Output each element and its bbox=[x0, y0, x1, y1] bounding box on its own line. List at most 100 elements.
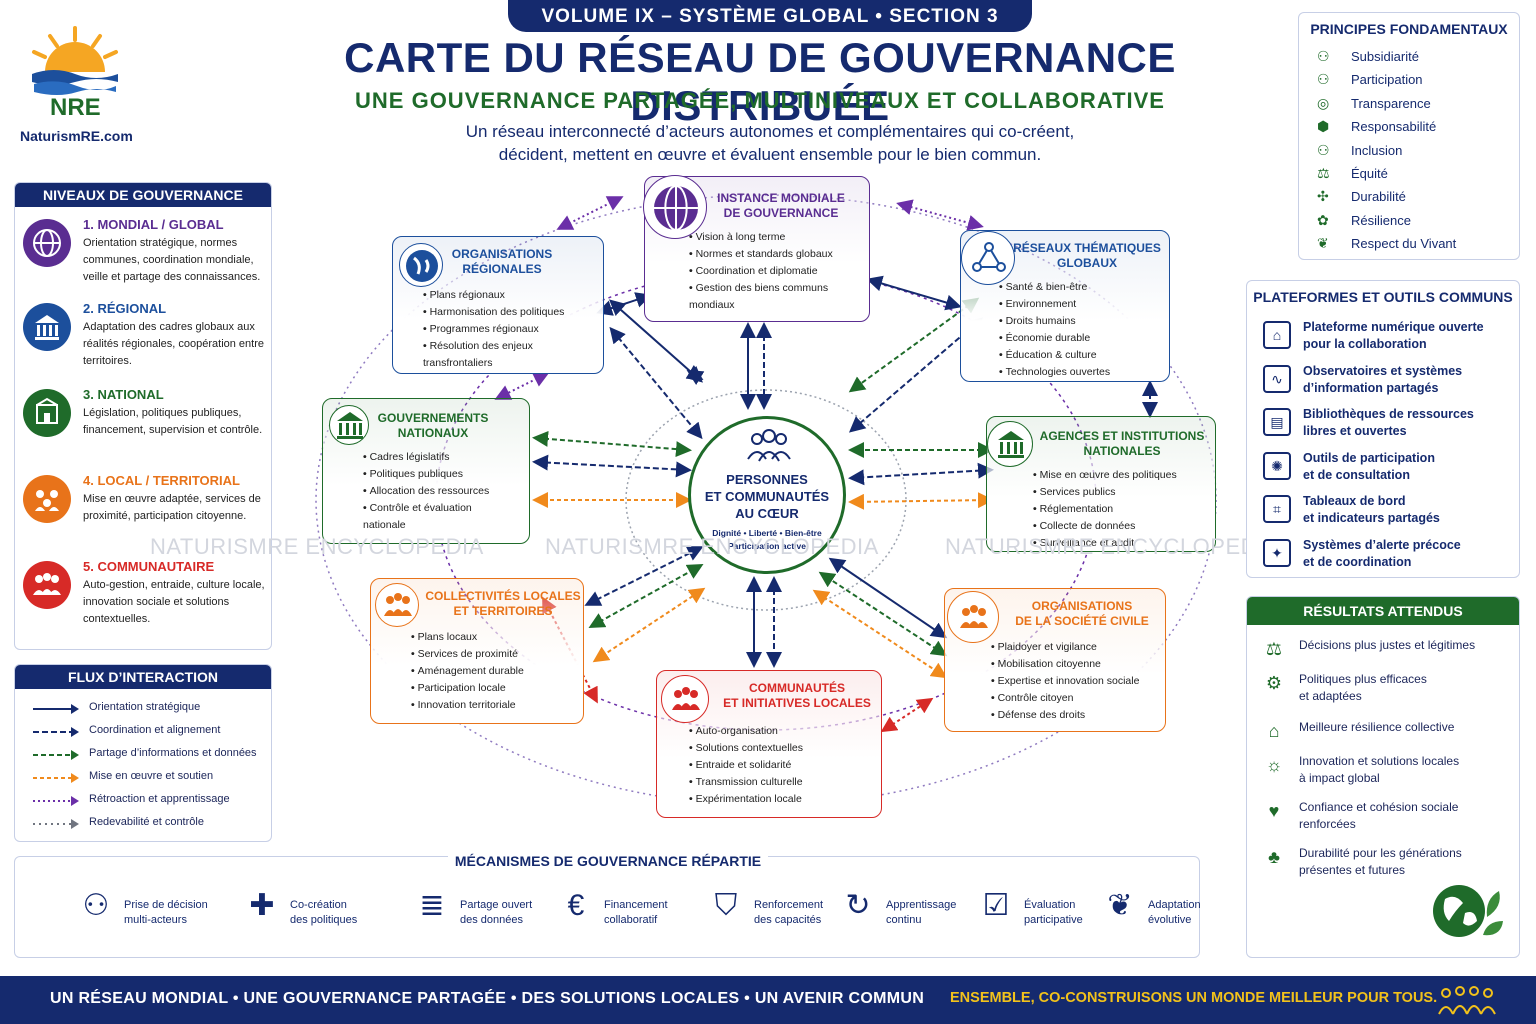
platform-icon: ⌂ bbox=[1263, 321, 1291, 349]
node-item: Expertise et innovation sociale bbox=[991, 673, 1140, 690]
node-item: Plaidoyer et vigilance bbox=[991, 639, 1139, 656]
community-icon bbox=[23, 561, 71, 609]
principle-icon: ⚇ bbox=[1317, 71, 1330, 88]
principle-label: Inclusion bbox=[1351, 142, 1403, 158]
platform-label-line: Tableaux de bord bbox=[1303, 494, 1406, 508]
trust-icon: ♥ bbox=[1268, 801, 1280, 821]
node-item: Mise en œuvre des politiques bbox=[1033, 467, 1177, 484]
node-item: Innovation territoriale bbox=[411, 697, 524, 714]
node-item: Économie durable bbox=[999, 330, 1110, 347]
mechanism-label-line: des politiques bbox=[290, 914, 358, 926]
principle-icon: ⚇ bbox=[1317, 48, 1330, 64]
node-title-line: NATIONAUX bbox=[397, 426, 469, 440]
people-group-icon bbox=[947, 591, 999, 643]
flows-panel: FLUX D’INTERACTION Orientation stratégiq… bbox=[14, 664, 272, 842]
platform-label-line: Bibliothèques de ressources bbox=[1303, 407, 1474, 421]
institution-icon bbox=[23, 303, 71, 351]
institution-icon bbox=[987, 421, 1033, 467]
center-values: Dignité • Liberté • Bien-être bbox=[712, 528, 822, 538]
institution-icon bbox=[329, 405, 369, 445]
node-item: Normes et standards globaux bbox=[689, 246, 833, 263]
node-item: Programmes régionaux bbox=[423, 321, 564, 338]
observatory-chart-icon: ∿ bbox=[1263, 364, 1291, 393]
center-title-line: AU CŒUR bbox=[735, 506, 799, 521]
connection-arrow bbox=[866, 275, 962, 311]
level-title: 1. MONDIAL / GLOBAL bbox=[83, 217, 224, 232]
result-label-line: à impact global bbox=[1299, 771, 1380, 785]
node-item: Technologies ouvertes bbox=[999, 364, 1110, 381]
connection-arrow bbox=[848, 462, 994, 486]
national-icon bbox=[23, 389, 71, 437]
footer: UN RÉSEAU MONDIAL • UNE GOUVERNANCE PART… bbox=[0, 976, 1536, 1024]
node-title-line: GOUVERNEMENTS bbox=[377, 411, 489, 425]
mechanism-label-line: collaboratif bbox=[604, 914, 658, 926]
node-title-line: COLLECTIVITÉS LOCALES bbox=[425, 589, 581, 603]
platform-label-line: et de coordination bbox=[1303, 554, 1412, 569]
flow-arrow-icon bbox=[33, 750, 79, 760]
multi-actor-decision-icon: ⚇ bbox=[82, 889, 110, 922]
center-title-line: ET COMMUNAUTÉS bbox=[704, 489, 830, 504]
center-participation: Participation active bbox=[728, 541, 806, 551]
connection-arrow bbox=[609, 326, 703, 440]
connection-arrow bbox=[828, 557, 948, 639]
mechanism-label-line: Adaptation bbox=[1148, 899, 1201, 911]
connection-arrow bbox=[592, 587, 706, 663]
principle-label: Équité bbox=[1351, 166, 1388, 181]
node-national-governments: GOUVERNEMENTSNATIONAUXCadres législatifs… bbox=[322, 398, 530, 544]
result-label-line: Durabilité pour les générations bbox=[1299, 846, 1462, 860]
center-subtitle: Dignité • Liberté • Bien-être Participat… bbox=[691, 527, 843, 553]
level-title: 3. NATIONAL bbox=[83, 387, 164, 402]
node-title-line: NATIONALES bbox=[1083, 444, 1161, 458]
platform-label-line: libres et ouvertes bbox=[1303, 424, 1407, 438]
node-item: transfrontaliers bbox=[423, 357, 493, 369]
level-title: 2. RÉGIONAL bbox=[83, 301, 167, 316]
description-line-2: décident, mettent en œuvre et évaluent e… bbox=[498, 145, 1042, 164]
platform-label-line: Observatoires et systèmes bbox=[1303, 363, 1463, 378]
platform-label: Bibliothèques de ressources libres et ouv… bbox=[1303, 406, 1493, 440]
node-item: Solutions contextuelles bbox=[689, 740, 803, 757]
library-icon: ▤ bbox=[1263, 408, 1291, 436]
principle-icon: ✣ bbox=[1317, 188, 1329, 205]
result-label-line: Confiance et cohésion sociale bbox=[1299, 800, 1459, 814]
mechanism-label-line: Évaluation bbox=[1024, 899, 1076, 911]
node-item-list: Plans régionauxHarmonisation des politiq… bbox=[423, 287, 564, 372]
mechanisms-heading: MÉCANISMES DE GOUVERNANCE RÉPARTIE bbox=[448, 853, 768, 869]
result-label-line: Meilleure résilience collective bbox=[1299, 720, 1455, 734]
flow-arrow-icon bbox=[33, 704, 79, 714]
financing-icon: € bbox=[567, 889, 585, 922]
node-item-list: Santé & bien-êtreEnvironnementDroits hum… bbox=[999, 279, 1110, 381]
continuous-learning-icon: ↻ bbox=[845, 889, 871, 922]
node-title-line: COMMUNAUTÉS bbox=[749, 681, 845, 695]
platform-label-line: et de consultation bbox=[1303, 467, 1410, 482]
flow-arrow-icon bbox=[33, 727, 79, 737]
level-text: Mise en œuvre adaptée, services de proxi… bbox=[83, 493, 261, 522]
node-item: Surveillance et audit bbox=[1033, 535, 1177, 552]
flows-heading: FLUX D’INTERACTION bbox=[15, 665, 271, 689]
node-item: Défense des droits bbox=[991, 707, 1139, 724]
principle-label: Transparence bbox=[1351, 95, 1431, 111]
node-title-line: DE LA SOCIÉTÉ CIVILE bbox=[1015, 614, 1149, 628]
flow-label: Mise en œuvre et soutien bbox=[89, 770, 214, 782]
principle-label: Résilience bbox=[1351, 212, 1411, 228]
connection-arrow bbox=[685, 364, 705, 386]
flow-label: Partage d’informations et données bbox=[89, 747, 257, 759]
connection-arrow bbox=[848, 317, 984, 433]
dashboard-icon: ⌗ bbox=[1263, 495, 1291, 523]
node-item: Droits humains bbox=[999, 313, 1110, 330]
